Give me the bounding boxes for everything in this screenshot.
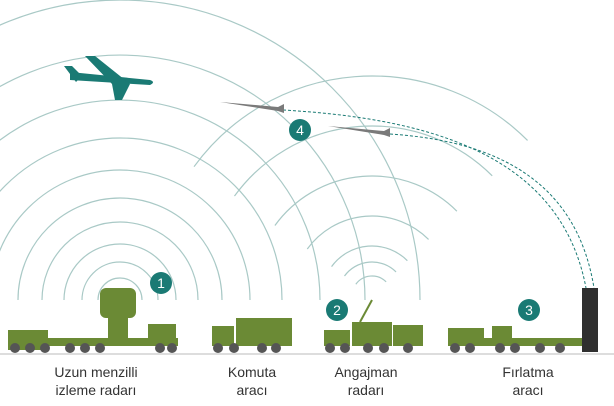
badge-2: 2 xyxy=(326,299,348,321)
engagement-radar-waves xyxy=(193,75,528,285)
missile-icon xyxy=(328,126,390,137)
wheel xyxy=(257,343,267,353)
label-line: radarı xyxy=(347,382,385,398)
badge-3: 3 xyxy=(518,299,540,321)
wave-arc xyxy=(344,261,397,277)
wave-arc xyxy=(331,245,408,267)
launcher-canisters xyxy=(582,288,598,352)
label-line: aracı xyxy=(512,382,544,398)
wheel xyxy=(555,343,565,353)
wheel xyxy=(65,343,75,353)
wave-arc xyxy=(63,243,177,301)
label-line: izleme radarı xyxy=(55,382,137,398)
wheel xyxy=(495,343,505,353)
wheel xyxy=(10,343,20,353)
missile-trajectory xyxy=(282,109,587,289)
missile-icon xyxy=(220,102,284,113)
label-line: Uzun menzilli xyxy=(54,364,138,380)
wheel xyxy=(25,343,35,353)
engagement-radar-vehicle xyxy=(324,299,423,346)
wave-arc xyxy=(306,215,429,250)
label-command-vehicle: Komuta aracı xyxy=(182,363,322,399)
label-line: Komuta xyxy=(227,364,277,380)
label-line: Angajman xyxy=(334,364,398,380)
wave-arc xyxy=(0,0,421,301)
long-range-radar-vehicle xyxy=(8,288,178,350)
wave-arc xyxy=(233,125,493,197)
long-range-radar-waves xyxy=(0,0,421,301)
label-engagement-radar: Angajman radarı xyxy=(296,363,436,399)
wave-arc xyxy=(274,175,458,226)
wave-arc xyxy=(0,169,251,301)
airplane-icon xyxy=(64,56,153,100)
wheel xyxy=(325,343,335,353)
wave-arc xyxy=(0,54,366,301)
wave-arc xyxy=(17,197,223,301)
wave-arc xyxy=(193,75,528,168)
wheel xyxy=(40,343,50,353)
label-line: aracı xyxy=(236,382,268,398)
badge-4: 4 xyxy=(289,119,311,141)
wheel xyxy=(271,343,281,353)
wheel xyxy=(213,343,223,353)
wheel xyxy=(229,343,239,353)
label-line: Fırlatma xyxy=(502,364,554,380)
wave-arc xyxy=(0,137,283,301)
wheel xyxy=(379,343,389,353)
wheel xyxy=(155,343,165,353)
wave-arc xyxy=(41,221,199,301)
wheel xyxy=(465,343,475,353)
command-vehicle xyxy=(212,318,292,346)
wheel xyxy=(167,343,177,353)
wave-arc xyxy=(97,277,143,301)
vehicle-wheels xyxy=(10,343,565,353)
wheel xyxy=(403,343,413,353)
missile-trajectory xyxy=(389,133,595,289)
wheel xyxy=(80,343,90,353)
launcher-vehicle xyxy=(448,326,584,346)
wheel xyxy=(363,343,373,353)
wheel xyxy=(510,343,520,353)
label-long-range-radar: Uzun menzilli izleme radarı xyxy=(26,363,166,399)
badge-1: 1 xyxy=(150,272,172,294)
wheel xyxy=(95,343,105,353)
wheel xyxy=(340,343,350,353)
wheel xyxy=(450,343,460,353)
wheel xyxy=(535,343,545,353)
wave-arc xyxy=(355,275,387,285)
label-launcher: Fırlatma aracı xyxy=(458,363,598,399)
